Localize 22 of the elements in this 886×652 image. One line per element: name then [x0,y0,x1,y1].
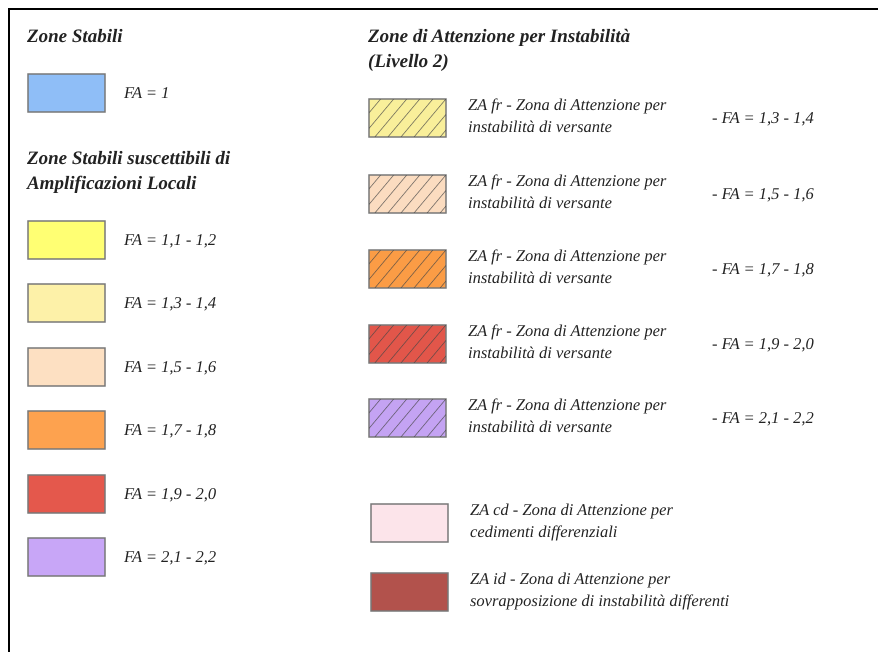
legend-text: FA = 1 [124,83,170,103]
legend-text: FA = 2,1 - 2,2 [124,547,218,567]
section-heading: Zone Stabili [27,25,124,49]
legend-text: ZA fr - Zona di Attenzione per instabilità di versante [468,394,668,438]
legend-text: FA = 1,1 - 1,2 [124,230,218,250]
legend-text: FA = 1,5 - 1,6 [124,357,218,377]
legend-text: FA = 1,9 - 2,0 [124,484,218,504]
section-heading: Zone Stabili suscettibili di Amplificazioni Locali [27,147,232,196]
factor-range-text: - FA = 1,5 - 1,6 [712,184,815,204]
legend-text: ZA fr - Zona di Attenzione per instabilità di versante [468,94,668,138]
legend-text: ZA id - Zona di Attenzione per sovrapposizione di instabilità differenti [470,568,730,612]
factor-range-text: - FA = 2,1 - 2,2 [712,408,815,428]
legend-text: ZA fr - Zona di Attenzione per instabilità di versante [468,245,668,289]
legend-text: ZA fr - Zona di Attenzione per instabilità di versante [468,170,668,214]
legend-text: ZA fr - Zona di Attenzione per instabilità di versante [468,320,668,364]
section-heading: Zone di Attenzione per Instabilità (Livello 2) [368,25,632,74]
factor-range-text: - FA = 1,3 - 1,4 [712,108,815,128]
legend-text: FA = 1,3 - 1,4 [124,293,218,313]
factor-range-text: - FA = 1,7 - 1,8 [712,259,815,279]
legend-text: FA = 1,7 - 1,8 [124,420,218,440]
legend-text: ZA cd - Zona di Attenzione per cedimenti differenziali [470,499,674,543]
factor-range-text: - FA = 1,9 - 2,0 [712,334,815,354]
